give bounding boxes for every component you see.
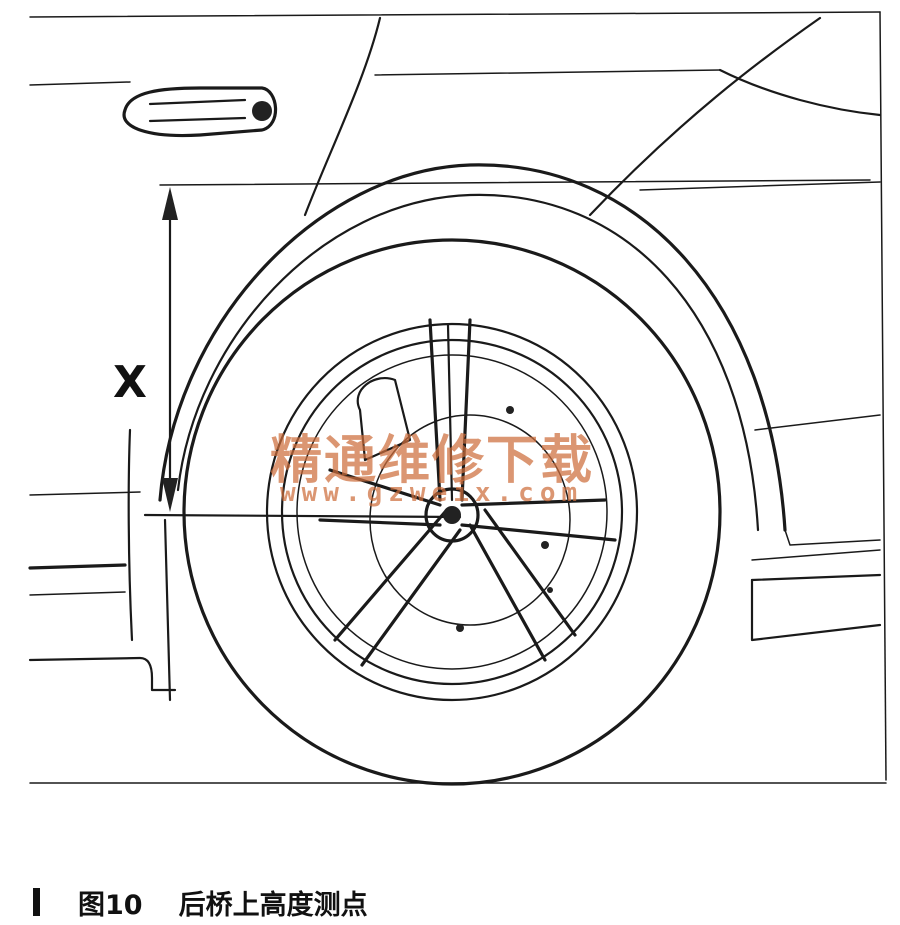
tire-inner [265, 322, 639, 702]
watermark-url: www.gzweix.com [280, 478, 584, 508]
sill-vertical [127, 428, 134, 642]
pillar-inner-line [718, 68, 882, 117]
watermark-chinese: 精通维修下载 [270, 430, 595, 491]
rocker-line-1 [29, 491, 141, 496]
frame-top-line [29, 11, 881, 18]
caption-bar-marker [33, 888, 40, 916]
wheel-arch-inner [176, 193, 760, 532]
lower-rear-panel [750, 573, 882, 582]
wheel-hub [424, 487, 480, 543]
door-handle [122, 86, 278, 138]
brake-disc [369, 414, 571, 626]
brake-caliper [356, 377, 412, 462]
caption-text: 后桥上高度测点 [178, 889, 368, 921]
rim-outer [280, 338, 624, 686]
quarter-lower-line [754, 414, 881, 431]
wheel-arch-outer [158, 163, 787, 532]
body-shoulder-line [374, 69, 721, 76]
sill-vertical-2 [163, 518, 172, 702]
lower-rear-edge [750, 578, 882, 642]
quarter-panel-line [639, 181, 881, 191]
tire-outer [182, 238, 722, 786]
sill-line [751, 549, 881, 561]
dimension-arrow [143, 179, 871, 519]
frame-right-line [879, 11, 887, 781]
figure-caption: 图10 后桥上高度测点 [33, 882, 368, 922]
body-top-crease [29, 81, 131, 86]
wheel-height-diagram [28, 11, 887, 786]
wheel-spokes [318, 318, 617, 667]
rocker-bottom [28, 656, 177, 692]
rocker-line-3 [29, 591, 126, 596]
rim-inner [296, 354, 608, 670]
arch-rear-lip [784, 529, 881, 546]
roof-pillar-line [588, 16, 822, 217]
dimension-label-x: X [113, 357, 147, 408]
door-gap-line [303, 16, 382, 217]
hub-center [443, 506, 461, 524]
rocker-line-2 [28, 563, 127, 570]
caption-number: 图10 [78, 889, 143, 921]
